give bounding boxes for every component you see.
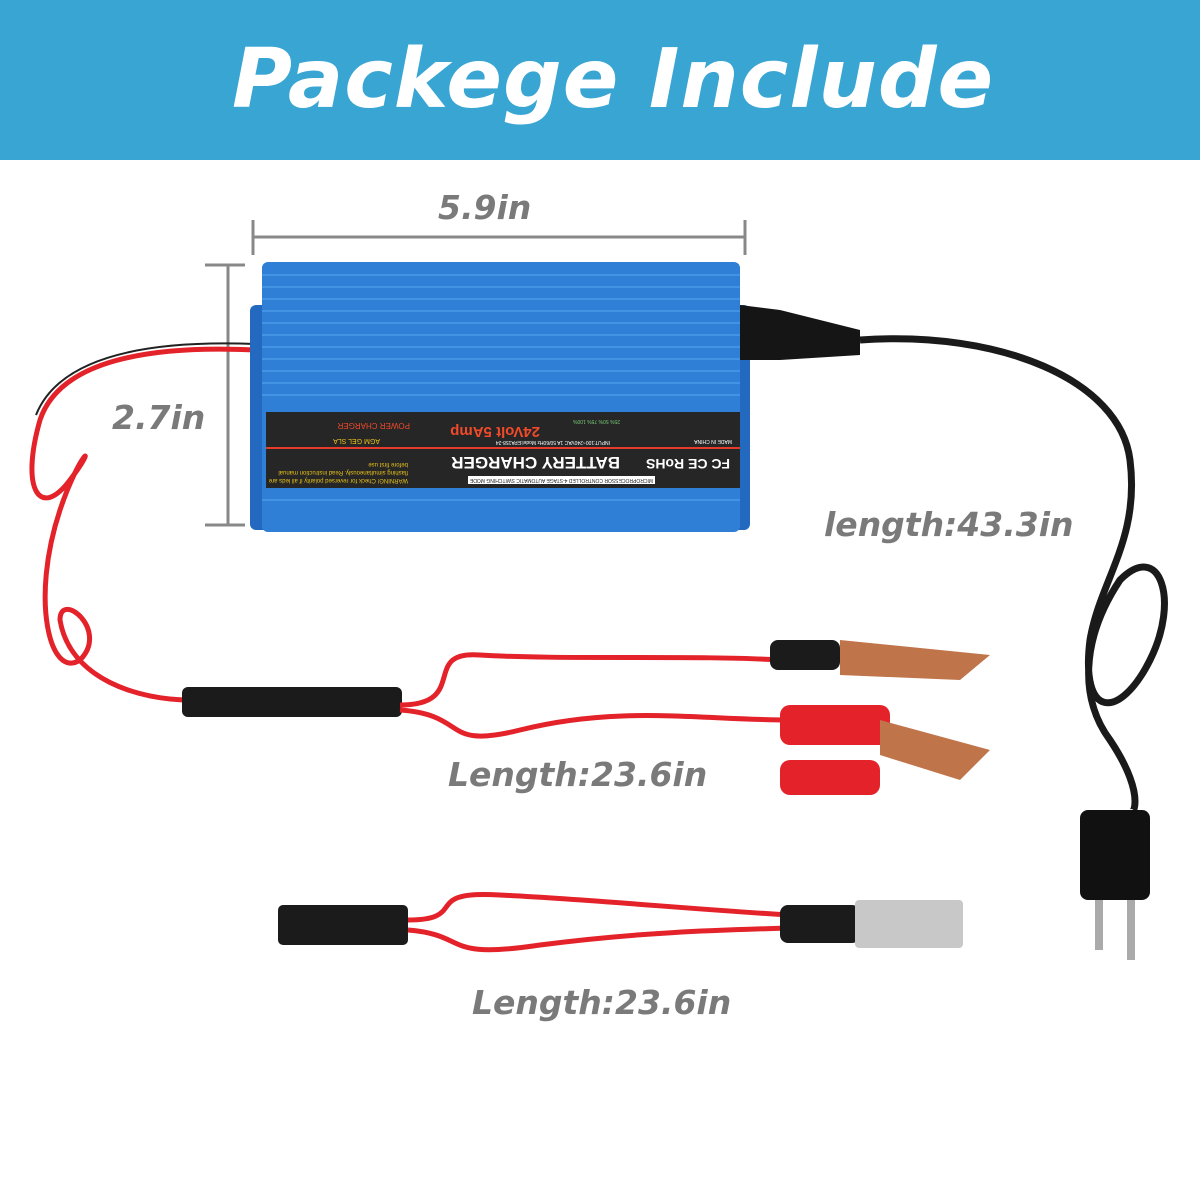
charger-body <box>250 262 860 532</box>
width-dimension-line <box>251 220 747 255</box>
xlr-connector-metal <box>855 900 963 948</box>
red-alligator-clip <box>780 705 990 795</box>
label-brand: POWER CHARGER <box>337 421 410 430</box>
sae-connector <box>182 687 402 717</box>
height-dimension-line <box>205 263 245 527</box>
label-led-levels: 25% 50% 75% 100% <box>573 418 620 424</box>
height-label: 2.7in <box>112 398 206 437</box>
ac-plug <box>1080 810 1150 960</box>
black-alligator-clip <box>770 640 990 680</box>
label-origin: MADE IN CHINA <box>694 438 732 444</box>
header-banner: Packege Include <box>0 0 1200 160</box>
xlr-cable-length-label: Length:23.6in <box>472 983 732 1022</box>
banner-title: Packege Include <box>232 32 995 127</box>
dc-output-cable <box>29 346 256 703</box>
label-rating: 24Volt 5Amp <box>450 423 540 440</box>
sae-plug <box>278 905 408 945</box>
label-title: BATTERY CHARGER <box>451 453 620 472</box>
charger-label: MICROPROCESSOR CONTROLLED 4-STAGE AUTOMA… <box>266 412 740 488</box>
clip-cable <box>399 652 791 739</box>
width-label: 5.9in <box>438 188 532 227</box>
ac-power-cord <box>859 335 1168 816</box>
ac-cord-length-label: length:43.3in <box>824 505 1074 544</box>
label-certifications: FC CE RoHS <box>646 456 730 472</box>
xlr-connector-boot <box>780 905 860 943</box>
label-subtitle: MICROPROCESSOR CONTROLLED 4-STAGE AUTOMA… <box>467 476 655 484</box>
product-illustration <box>29 220 1168 960</box>
xlr-cable <box>407 891 791 953</box>
label-warning: WARNING! Check for reversed polarity if … <box>268 461 408 483</box>
clip-cable-length-label: Length:23.6in <box>448 755 708 794</box>
label-divider <box>266 447 740 449</box>
label-battery-types: AGM GEL SLA <box>333 437 380 444</box>
